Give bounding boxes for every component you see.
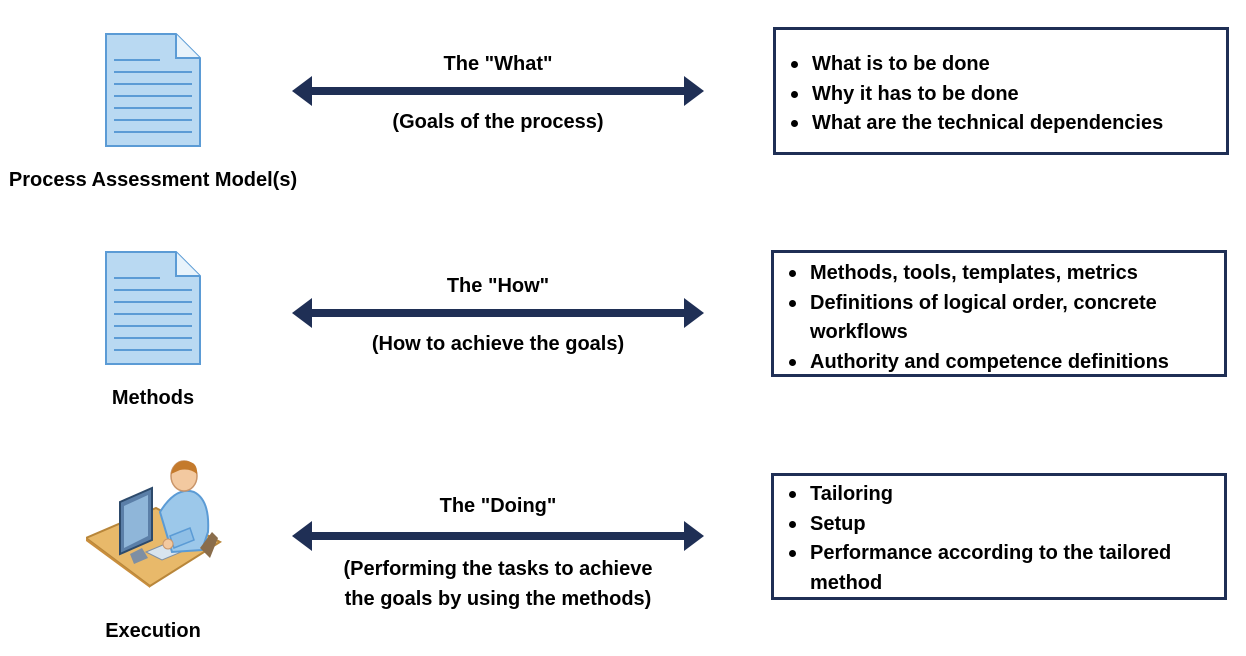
arrow-subtitle: (How to achieve the goals) [371,333,625,355]
document-icon [105,251,201,365]
list-item: Methods, tools, templates, metrics [780,259,1224,289]
list-item: Performance according to the tailored me… [780,539,1200,598]
details-list: What is to be done Why it has to be done… [782,50,1226,139]
arrow-title: The "Doing" [439,495,557,517]
arrow-subtitle-line: (Performing the tasks to achieve [343,558,653,580]
list-item: Setup [780,510,1224,540]
row-label: Execution [105,620,201,642]
list-item: Definitions of logical order, concrete w… [780,289,1190,348]
double-arrow-icon [292,298,704,328]
list-item: Why it has to be done [782,80,1226,110]
list-item: Authority and competence definitions [780,348,1224,378]
arrow-subtitle-line: the goals by using the methods) [344,588,652,610]
arrow-title: The "How" [446,275,550,297]
list-item: What are the technical dependencies [782,109,1226,139]
details-box: Methods, tools, templates, metrics Defin… [771,250,1227,377]
details-box: What is to be done Why it has to be done… [773,27,1229,155]
row-label: Methods [111,387,195,409]
document-icon [105,33,201,147]
arrow-title: The "What" [443,53,553,75]
details-box: Tailoring Setup Performance according to… [771,473,1227,600]
double-arrow-icon [292,76,704,106]
row-label: Process Assessment Model(s) [8,169,298,191]
details-list: Methods, tools, templates, metrics Defin… [780,259,1224,377]
details-list: Tailoring Setup Performance according to… [780,480,1224,598]
list-item: Tailoring [780,480,1224,510]
double-arrow-icon [292,521,704,551]
list-item: What is to be done [782,50,1226,80]
arrow-subtitle: (Goals of the process) [392,111,604,133]
person-at-computer-icon [86,460,222,588]
